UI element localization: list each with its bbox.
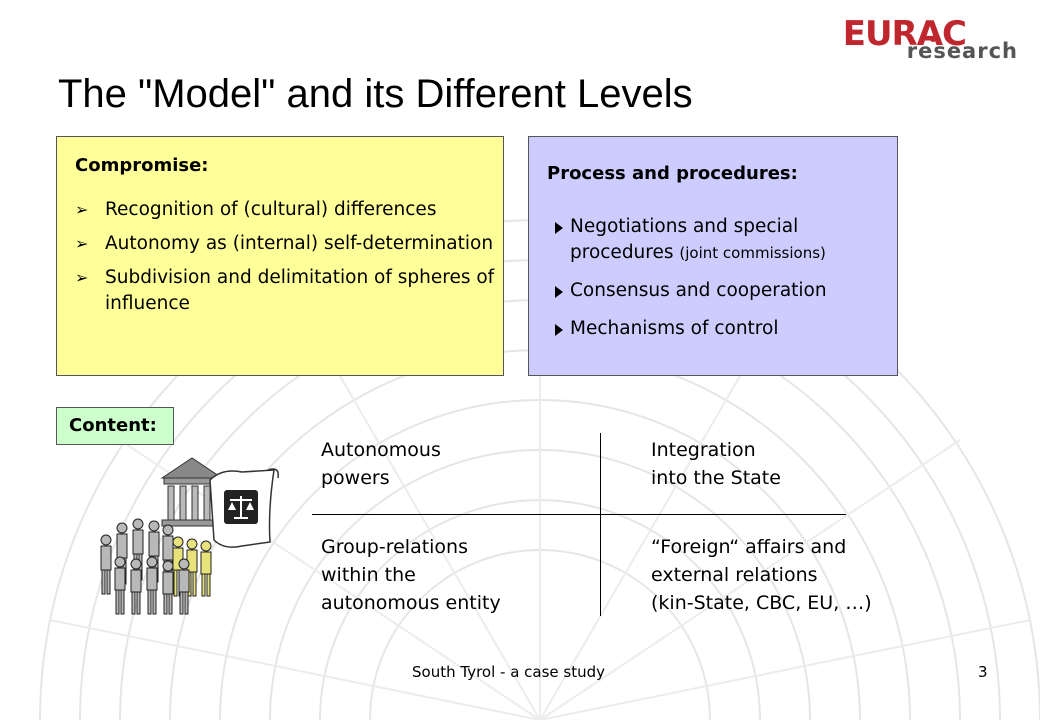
list-item-text: Mechanisms of control: [570, 318, 779, 339]
triangle-bullet-icon: [555, 324, 563, 336]
list-item: ➢ Recognition of (cultural) differences: [75, 197, 495, 223]
scroll-document-icon: [209, 468, 280, 548]
footer-text: South Tyrol - a case study: [412, 663, 606, 681]
list-item: Consensus and cooperation: [553, 278, 893, 304]
list-item-text: Subdivision and delimitation of spheres …: [105, 267, 495, 314]
list-item-text: Negotiations and special procedures: [570, 216, 799, 263]
group-relations-cell: Group-relations within the autonomous en…: [321, 536, 501, 614]
list-item-text: Consensus and cooperation: [570, 280, 827, 301]
list-item: ➢ Autonomy as (internal) self-determinat…: [75, 231, 495, 257]
content-label: Content:: [56, 407, 174, 445]
integration-cell: Integration into the State: [651, 439, 781, 489]
list-item: Negotiations and special procedures (joi…: [553, 214, 893, 266]
list-item-text: Autonomy as (internal) self-determinatio…: [105, 233, 494, 254]
list-item: ➢ Subdivision and delimitation of sphere…: [75, 265, 495, 317]
triangle-bullet-icon: [555, 286, 563, 298]
logo-main-text: EURAC: [842, 14, 967, 54]
process-box: Process and procedures: Negotiations and…: [528, 136, 898, 376]
eurac-research-logo: EURAC research: [843, 14, 1018, 63]
arrowhead-bullet-icon: ➢: [75, 234, 89, 253]
process-list: Negotiations and special procedures (joi…: [553, 214, 893, 354]
autonomous-powers-cell: Autonomous powers: [321, 439, 441, 489]
page-number: 3: [978, 663, 988, 681]
logo-sub-text: research: [906, 39, 1018, 63]
matrix-horizontal-divider: [312, 514, 846, 515]
triangle-bullet-icon: [555, 222, 563, 234]
process-heading: Process and procedures:: [547, 163, 798, 184]
compromise-list: ➢ Recognition of (cultural) differences …: [75, 197, 495, 325]
list-item-text: Recognition of (cultural) differences: [105, 199, 437, 220]
compromise-box: Compromise: ➢ Recognition of (cultural) …: [56, 136, 504, 376]
list-item-note: (joint commissions): [679, 244, 826, 262]
people-institution-illustration: [100, 457, 280, 615]
matrix-vertical-divider: [600, 433, 601, 616]
people-crowd-icon: [100, 518, 212, 615]
arrowhead-bullet-icon: ➢: [75, 268, 89, 287]
list-item: Mechanisms of control: [553, 316, 893, 342]
arrowhead-bullet-icon: ➢: [75, 200, 89, 219]
foreign-affairs-cell: “Foreign“ affairs and external relations…: [651, 536, 872, 614]
slide-title: The "Model" and its Different Levels: [58, 72, 693, 116]
logo-dot: [930, 36, 936, 42]
compromise-heading: Compromise:: [75, 155, 209, 176]
